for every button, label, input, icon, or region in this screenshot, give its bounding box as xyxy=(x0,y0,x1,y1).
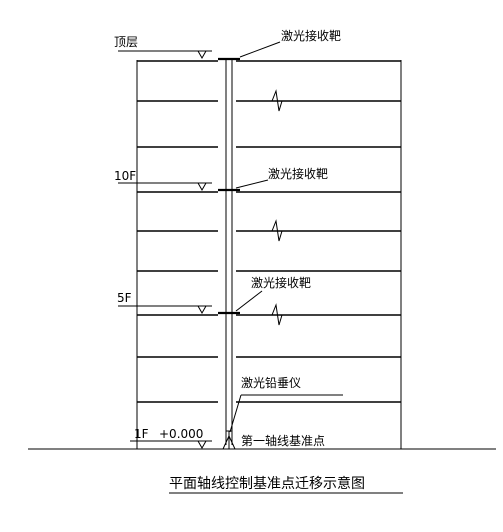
label-10f: 10F xyxy=(114,169,136,183)
leader-plumb-diag xyxy=(229,394,242,433)
label-top-floor: 顶层 xyxy=(114,35,138,49)
leader-target-5f xyxy=(235,290,263,312)
annotation-target-5f: 激光接收靶 xyxy=(251,275,311,290)
level-marker-1f xyxy=(197,440,207,450)
level-marker-10f xyxy=(197,182,207,192)
level-marker-5f xyxy=(197,305,207,315)
annotation-target-10f: 激光接收靶 xyxy=(268,166,328,181)
floor-slabs xyxy=(137,60,401,403)
diagram-caption: 平面轴线控制基准点迁移示意图 xyxy=(169,475,365,492)
leader-target-top xyxy=(239,41,281,58)
level-marker-top xyxy=(197,50,207,60)
annotation-target-top: 激光接收靶 xyxy=(281,28,341,43)
break-symbol xyxy=(266,303,290,326)
leader-target-10f xyxy=(235,179,269,189)
break-symbol xyxy=(266,219,290,242)
annotation-plumb: 激光铅垂仪 xyxy=(241,376,301,390)
label-1f: 1F xyxy=(134,427,149,441)
laser-plumb-instrument xyxy=(222,430,236,450)
label-elevation: +0.000 xyxy=(159,427,203,441)
label-5f: 5F xyxy=(117,291,132,305)
annotation-benchmark: 第一轴线基准点 xyxy=(241,433,325,448)
break-symbol xyxy=(266,89,290,112)
